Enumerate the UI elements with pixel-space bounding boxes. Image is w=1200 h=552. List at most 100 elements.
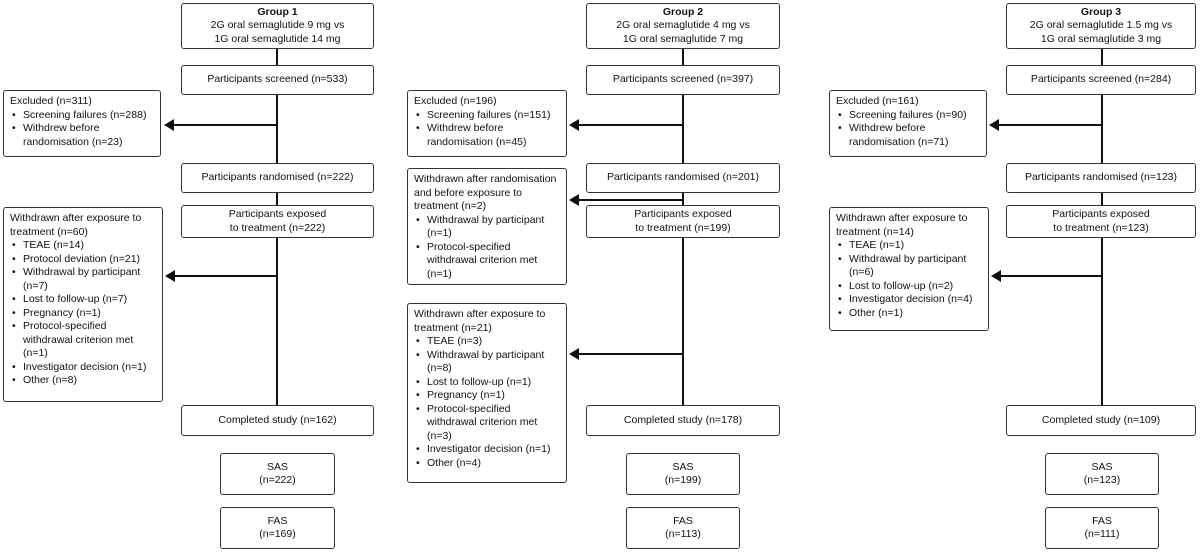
g3-header-box: Group 3 2G oral semaglutide 1.5 mg vs 1G… [1006, 3, 1196, 49]
g2-withdrawn-header: Withdrawn after exposure to treatment (n… [414, 308, 546, 334]
g1-title: Group 1 [257, 5, 298, 18]
g1-sas-count: (n=222) [259, 474, 296, 486]
g3-fas-box: FAS (n=111) [1045, 507, 1159, 549]
g3-excluded-header: Excluded (n=161) [836, 95, 919, 107]
g2-header-line1: 2G oral semaglutide 4 mg vs [616, 19, 750, 32]
g3-withdrawn-box: Withdrawn after exposure to treatment (n… [829, 207, 989, 331]
g2-withdrawn-connector [578, 353, 683, 355]
list-item: Pregnancy (n=1) [414, 389, 560, 403]
list-item: Lost to follow-up (n=1) [414, 376, 560, 390]
g2-sas-box: SAS (n=199) [626, 453, 740, 495]
g1-completed-box: Completed study (n=162) [181, 405, 374, 436]
g2-header-line2: 1G oral semaglutide 7 mg [622, 32, 744, 45]
g1-withdrawn-header: Withdrawn after exposure to treatment (n… [10, 212, 142, 238]
g1-completed-text: Completed study (n=162) [218, 413, 337, 426]
g3-screened-text: Participants screened (n=284) [1030, 73, 1172, 86]
g3-excluded-connector [998, 124, 1102, 126]
g1-fas-label: FAS [267, 514, 288, 527]
g3-title: Group 3 [1080, 5, 1122, 18]
g3-randomised-text: Participants randomised (n=123) [1024, 171, 1178, 184]
list-item: Investigator decision (n=1) [414, 443, 560, 457]
list-item: Withdrew before randomisation (n=71) [836, 122, 980, 149]
g2-withdrawn-arrow-icon [569, 348, 579, 360]
g3-sas-box: SAS (n=123) [1045, 453, 1159, 495]
g2-randomised-box: Participants randomised (n=201) [586, 163, 780, 193]
g3-header-line2: 1G oral semaglutide 3 mg [1040, 32, 1162, 45]
list-item: Pregnancy (n=1) [10, 307, 156, 321]
list-item: Investigator decision (n=4) [836, 293, 982, 307]
g2-title: Group 2 [662, 5, 704, 18]
g1-sas-label: SAS [266, 460, 288, 473]
g3-withdrawn-header: Withdrawn after exposure to treatment (n… [836, 212, 968, 238]
g1-withdrawn-connector [174, 275, 277, 277]
list-item: TEAE (n=3) [414, 335, 560, 349]
g3-withdrawn-connector [1000, 275, 1102, 277]
list-item: TEAE (n=1) [836, 239, 982, 253]
g1-header-line2: 1G oral semaglutide 14 mg [214, 32, 341, 45]
g2-prewithdrawn-connector [578, 199, 683, 201]
g3-screened-box: Participants screened (n=284) [1006, 65, 1196, 95]
g2-screened-box: Participants screened (n=397) [586, 65, 780, 95]
g1-withdrawn-arrow-icon [165, 270, 175, 282]
g2-exposed-line1: Participants exposed [634, 208, 732, 220]
g3-completed-text: Completed study (n=109) [1041, 413, 1161, 426]
g1-header-box: Group 1 2G oral semaglutide 9 mg vs 1G o… [181, 3, 374, 49]
g2-fas-label: FAS [673, 514, 693, 527]
g2-excluded-box: Excluded (n=196) Screening failures (n=1… [407, 90, 567, 157]
g2-completed-box: Completed study (n=178) [586, 405, 780, 436]
g2-screened-text: Participants screened (n=397) [612, 73, 754, 86]
g1-sas-box: SAS (n=222) [220, 453, 335, 495]
g2-prewithdrawn-arrow-icon [569, 194, 579, 206]
g2-sas-label: SAS [672, 460, 694, 473]
g1-exposed-line1: Participants exposed [228, 208, 327, 220]
list-item: Screening failures (n=288) [10, 109, 154, 123]
g3-header-line1: 2G oral semaglutide 1.5 mg vs [1029, 19, 1173, 32]
g2-fas-count: (n=113) [665, 528, 701, 540]
g2-exposed-line2: to treatment (n=199) [635, 221, 731, 234]
list-item: Screening failures (n=151) [414, 109, 560, 123]
g2-randomised-text: Participants randomised (n=201) [606, 171, 760, 184]
g1-excluded-box: Excluded (n=311) Screening failures (n=2… [3, 90, 161, 157]
list-item: Protocol-specified withdrawal criterion … [414, 241, 560, 282]
g2-sas-count: (n=199) [664, 474, 702, 486]
list-item: Withdrew before randomisation (n=45) [414, 122, 560, 149]
g2-excluded-header: Excluded (n=196) [414, 95, 497, 107]
list-item: TEAE (n=14) [10, 239, 156, 253]
list-item: Withdrew before randomisation (n=23) [10, 122, 154, 149]
g1-screened-text: Participants screened (n=533) [207, 73, 348, 86]
g2-excluded-connector [578, 124, 683, 126]
g2-header-box: Group 2 2G oral semaglutide 4 mg vs 1G o… [586, 3, 780, 49]
list-item: Other (n=1) [836, 307, 982, 321]
list-item: Other (n=8) [10, 374, 156, 388]
g1-exposed-box: Participants exposed to treatment (n=222… [181, 205, 374, 238]
g2-completed-text: Completed study (n=178) [623, 413, 743, 426]
g2-excluded-arrow-icon [569, 119, 579, 131]
list-item: Protocol-specified withdrawal criterion … [10, 320, 156, 361]
list-item: Investigator decision (n=1) [10, 361, 156, 375]
g3-excluded-arrow-icon [989, 119, 999, 131]
g3-exposed-line2: to treatment (n=123) [1053, 221, 1149, 234]
g1-excluded-connector [172, 124, 277, 126]
list-item: Protocol-specified withdrawal criterion … [414, 403, 560, 444]
g3-exposed-line1: Participants exposed [1052, 208, 1150, 220]
list-item: Withdrawal by participant (n=6) [836, 253, 982, 280]
list-item: Screening failures (n=90) [836, 109, 980, 123]
g3-excluded-box: Excluded (n=161) Screening failures (n=9… [829, 90, 987, 157]
g3-sas-count: (n=123) [1083, 474, 1121, 486]
g3-completed-box: Completed study (n=109) [1006, 405, 1196, 436]
g2-prewithdrawn-header: Withdrawn after randomisation and before… [414, 173, 557, 212]
list-item: Protocol deviation (n=21) [10, 253, 156, 267]
list-item: Withdrawal by participant (n=7) [10, 266, 156, 293]
list-item: Lost to follow-up (n=2) [836, 280, 982, 294]
g1-header-line1: 2G oral semaglutide 9 mg vs [210, 19, 345, 32]
g3-withdrawn-arrow-icon [991, 270, 1001, 282]
g1-exposed-line2: to treatment (n=222) [229, 221, 326, 234]
g1-withdrawn-box: Withdrawn after exposure to treatment (n… [3, 207, 163, 402]
list-item: Withdrawal by participant (n=8) [414, 349, 560, 376]
g1-fas-count: (n=169) [259, 528, 296, 540]
g3-sas-label: SAS [1091, 460, 1113, 473]
g2-fas-box: FAS (n=113) [626, 507, 740, 549]
g1-screened-box: Participants screened (n=533) [181, 65, 374, 95]
g1-randomised-box: Participants randomised (n=222) [181, 163, 374, 193]
